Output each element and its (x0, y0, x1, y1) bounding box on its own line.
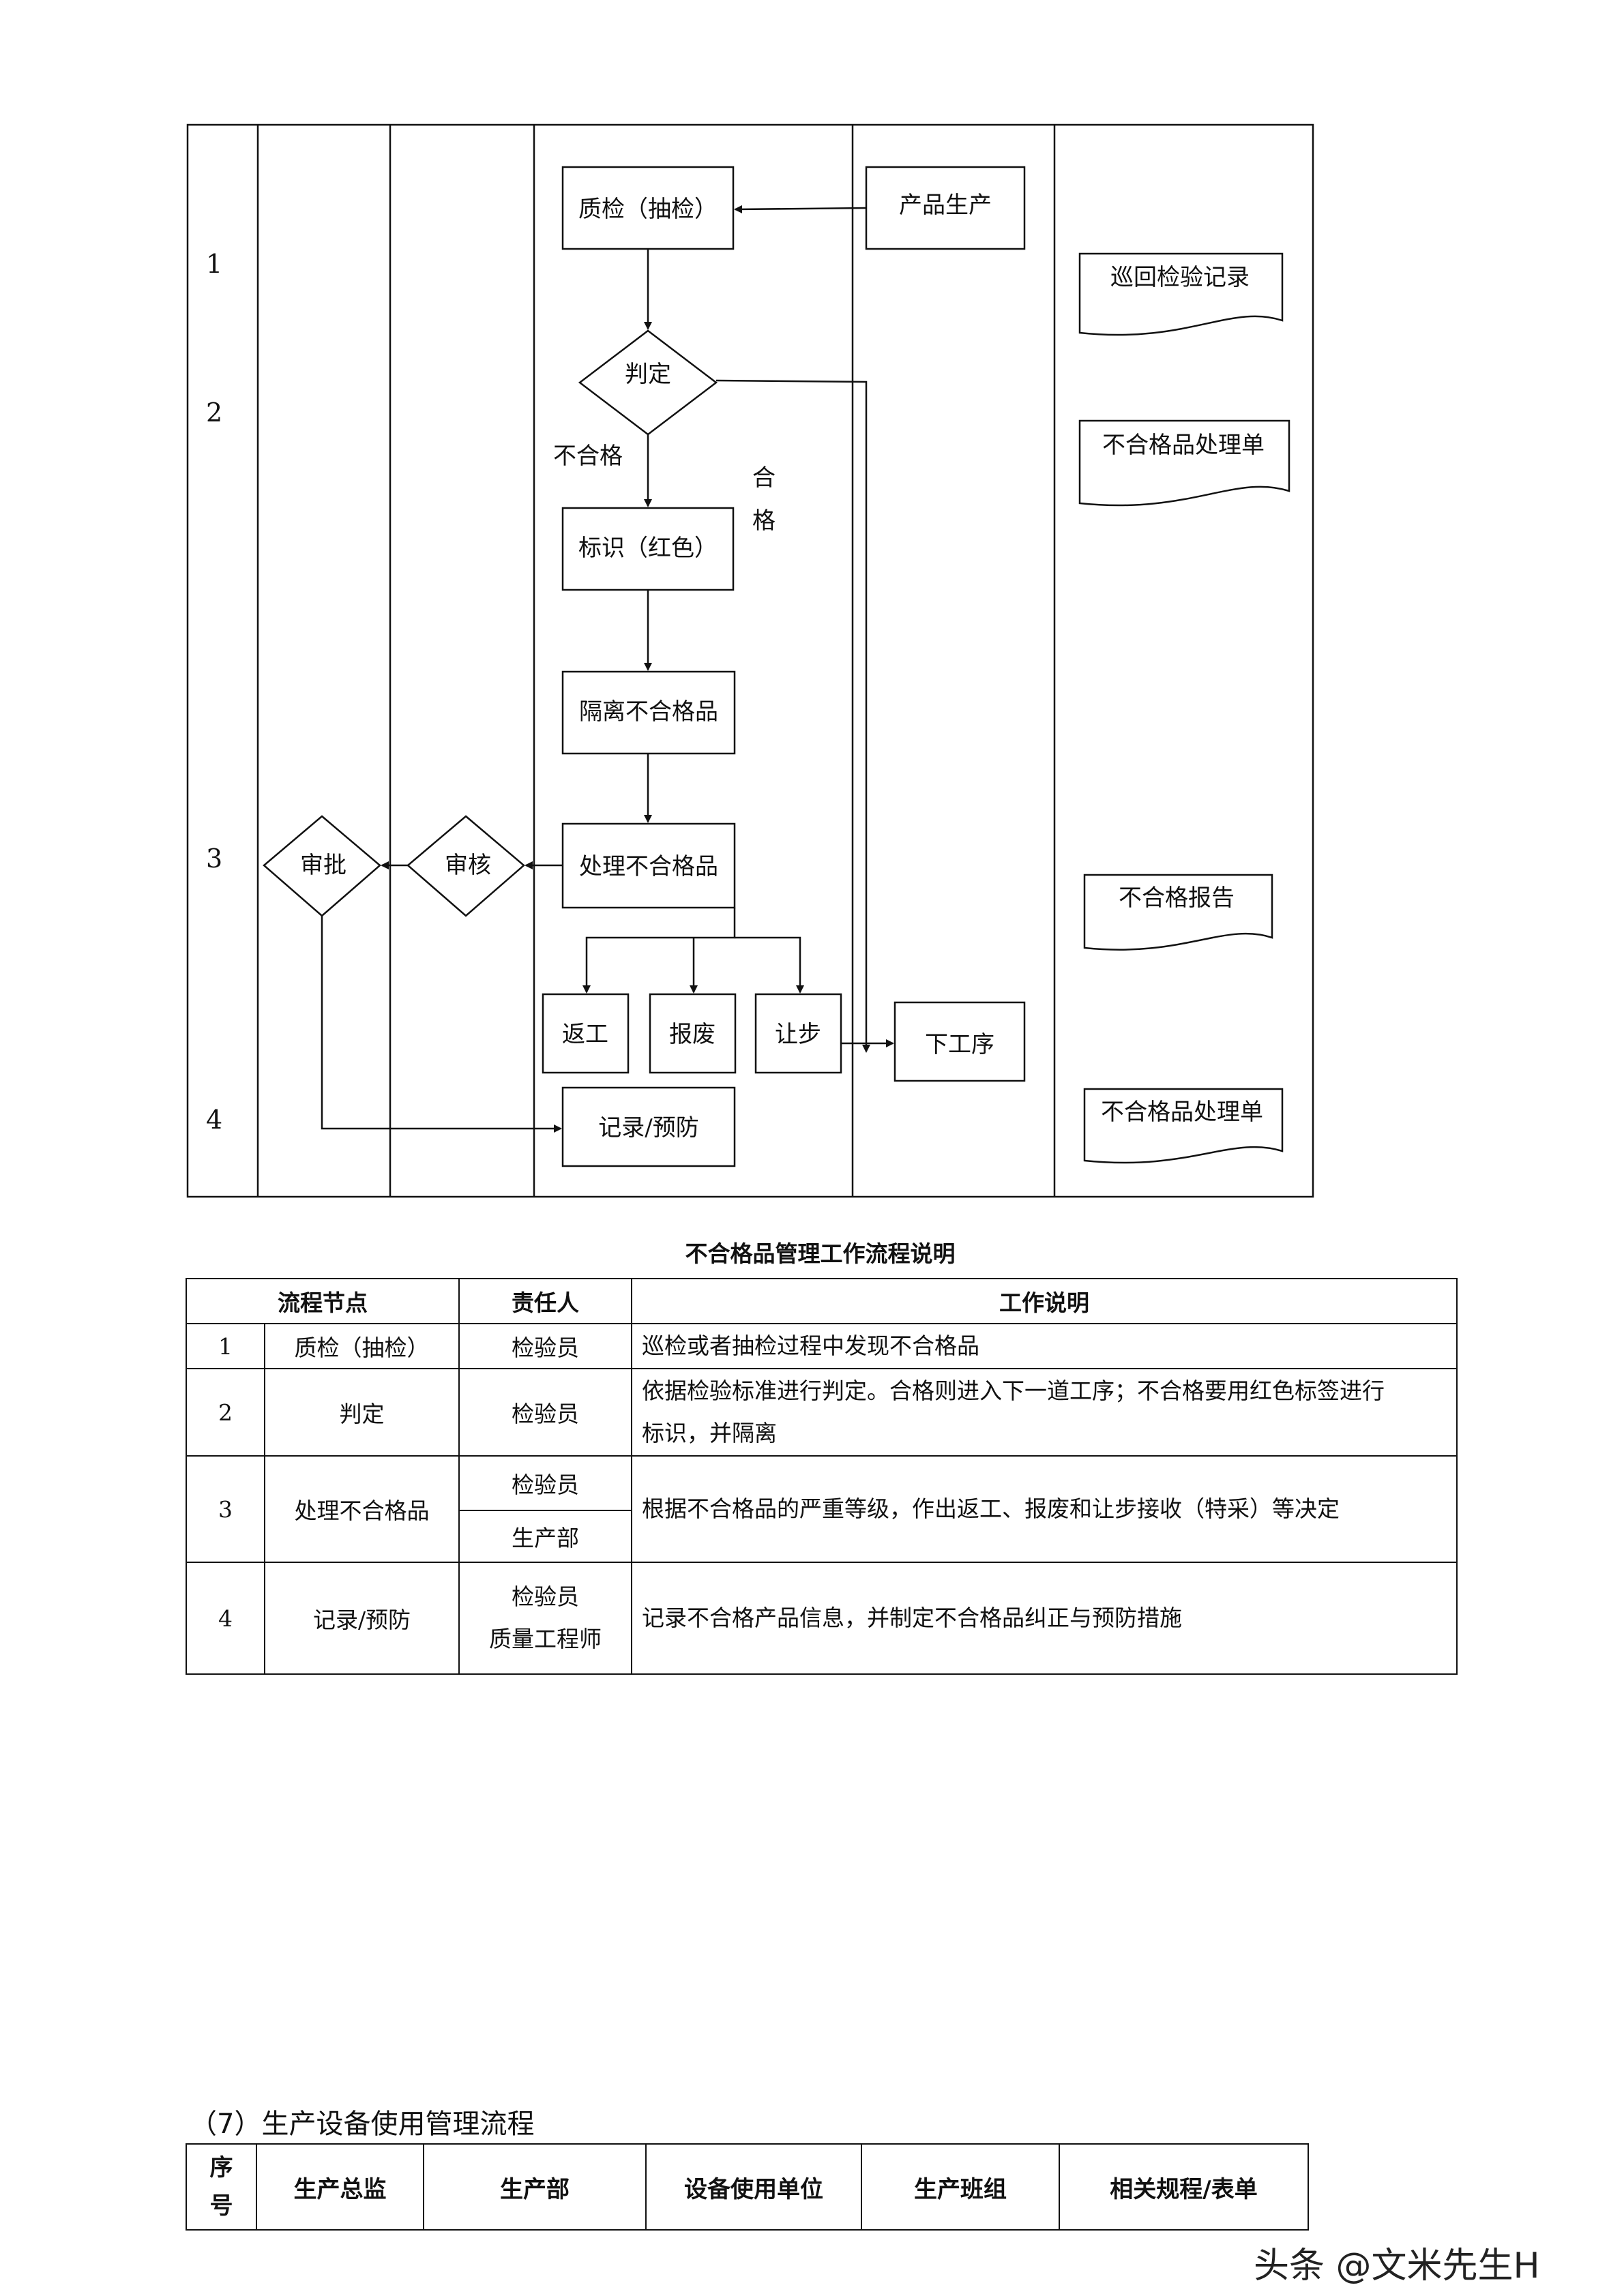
review-diamond (407, 815, 525, 917)
doc-patrol-record: 巡回检验记录 (1110, 264, 1250, 291)
row-description: 根据不合格品的严重等级，作出返工、报废和让步接收（特采）等决定 (631, 1455, 1458, 1563)
doc-handling-form: 不合格品处理单 (1102, 432, 1265, 459)
header-unit: 设备使用单位 (645, 2143, 862, 2231)
concession-label: 让步 (775, 1021, 821, 1048)
concession-box (754, 993, 842, 1074)
row-no: 3 (186, 1455, 265, 1563)
table-row: 1 质检（抽检） 检验员 巡检或者抽检过程中发现不合格品 (186, 1323, 1458, 1369)
description-line: 依据检验标准进行判定。合格则进入下一道工序；不合格要用红色标签进行 (642, 1377, 1385, 1404)
qualified-label: 合 (752, 464, 776, 492)
review-label: 审核 (445, 852, 491, 879)
row-number: 1 (206, 249, 222, 279)
row-no: 2 (186, 1368, 265, 1457)
document-shape (1083, 1088, 1284, 1164)
document-shape (1078, 419, 1290, 507)
record-prevent-label: 记录/预防 (598, 1114, 698, 1142)
header-seq: 序 号 (186, 2143, 257, 2231)
isolate-label: 隔离不合格品 (579, 698, 718, 726)
row-node: 记录/预防 (264, 1562, 460, 1675)
row-node: 判定 (264, 1368, 460, 1457)
qualified-label: 格 (752, 507, 776, 535)
scrap-box (649, 993, 737, 1074)
header-responsible: 责任人 (458, 1278, 632, 1324)
row-description: 依据检验标准进行判定。合格则进入下一道工序；不合格要用红色标签进行 标识，并隔离 (631, 1368, 1458, 1457)
rework-box (542, 993, 630, 1074)
header-dept: 生产部 (423, 2143, 647, 2231)
rework-label: 返工 (562, 1021, 608, 1048)
row-number: 2 (206, 398, 222, 428)
section-title: （7）生产设备使用管理流程 (190, 2108, 535, 2140)
table-row: 3 处理不合格品 检验员 根据不合格品的严重等级，作出返工、报废和让步接收（特采… (186, 1455, 1458, 1563)
handle-label: 处理不合格品 (579, 853, 718, 880)
description-line: 标识，并隔离 (642, 1420, 777, 1446)
next-process-box (894, 1001, 1026, 1082)
header-team: 生产班组 (861, 2143, 1060, 2231)
table-header-row: 序 号 生产总监 生产部 设备使用单位 生产班组 相关规程/表单 (186, 2143, 1309, 2231)
row-responsible: 检验员 (458, 1323, 632, 1369)
row-no: 4 (186, 1562, 265, 1675)
description-table: 流程节点 责任人 工作说明 1 质检（抽检） 检验员 巡检或者抽检过程中发现不合… (186, 1278, 1458, 1675)
row-node: 处理不合格品 (264, 1455, 460, 1563)
row-description: 巡检或者抽检过程中发现不合格品 (631, 1323, 1458, 1369)
row-responsible: 生产部 (458, 1510, 632, 1563)
arrow-to-concession (735, 936, 804, 994)
document-shape (1083, 874, 1273, 951)
row-responsible: 检验员 (458, 1368, 632, 1457)
header-seq-line: 号 (209, 2192, 233, 2220)
flowchart: 1 2 3 4 质检（抽检） 产品生产 判定 不合格 合 格 标识（红色） 隔离… (186, 123, 1314, 1198)
row-responsible: 检验员 (458, 1455, 632, 1511)
judge-label: 判定 (625, 361, 671, 388)
responsible-line: 质量工程师 (489, 1626, 602, 1652)
approve-label: 审批 (300, 852, 346, 879)
responsible-line: 检验员 (512, 1583, 579, 1610)
header-rules: 相关规程/表单 (1059, 2143, 1309, 2231)
mark-red-label: 标识（红色） (578, 535, 718, 562)
table-row: 4 记录/预防 检验员 质量工程师 记录不合格产品信息，并制定不合格品纠正与预防… (186, 1562, 1458, 1675)
row-number: 3 (206, 844, 222, 874)
row-number: 4 (206, 1105, 222, 1135)
equipment-process-table: 序 号 生产总监 生产部 设备使用单位 生产班组 相关规程/表单 (186, 2143, 1309, 2231)
table-row: 2 判定 检验员 依据检验标准进行判定。合格则进入下一道工序；不合格要用红色标签… (186, 1368, 1458, 1457)
scrap-label: 报废 (669, 1021, 715, 1048)
table-row: 生产部 (186, 1510, 1457, 1563)
header-node: 流程节点 (186, 1278, 460, 1324)
inspection-label: 质检（抽检） (578, 196, 718, 223)
table-caption: 不合格品管理工作流程说明 (685, 1240, 956, 1267)
row-description: 记录不合格产品信息，并制定不合格品纠正与预防措施 (631, 1562, 1458, 1675)
header-description: 工作说明 (631, 1278, 1458, 1324)
row-responsible: 检验员 质量工程师 (458, 1562, 632, 1675)
row-no: 1 (186, 1323, 265, 1369)
header-seq-line: 序 (209, 2154, 233, 2181)
header-director: 生产总监 (256, 2143, 424, 2231)
table-header-row: 流程节点 责任人 工作说明 (186, 1278, 1458, 1324)
arrow-approve-to-record (321, 916, 562, 1133)
swimlane-frame (186, 123, 1314, 1198)
watermark: 头条 @文米先生H (1254, 2246, 1540, 2286)
unqualified-label: 不合格 (553, 443, 623, 470)
doc-report: 不合格报告 (1119, 884, 1235, 912)
doc-handling-form: 不合格品处理单 (1101, 1099, 1263, 1126)
document-shape (1078, 252, 1284, 336)
record-prevent-box (561, 1086, 736, 1167)
line-qualified (715, 379, 868, 1047)
production-label: 产品生产 (899, 192, 992, 219)
next-process-label: 下工序 (925, 1031, 994, 1058)
row-node: 质检（抽检） (264, 1323, 460, 1369)
arrow-production-to-inspection (734, 205, 867, 213)
arrow-to-rework (582, 908, 736, 994)
